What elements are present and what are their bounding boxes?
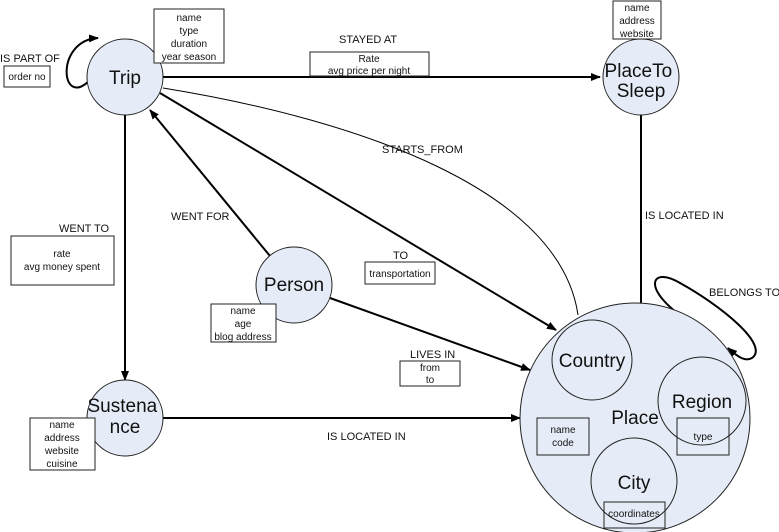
edge-label-belongs-to: BELONGS TO bbox=[709, 287, 779, 299]
svg-text:type: type bbox=[180, 26, 199, 37]
svg-text:name: name bbox=[49, 420, 74, 431]
node-trip[interactable] bbox=[86, 38, 164, 116]
svg-text:code: code bbox=[552, 438, 574, 449]
edge-lives-in bbox=[329, 297, 531, 371]
node-country[interactable] bbox=[551, 319, 633, 401]
place-to-sleep-attributes-box: name address website bbox=[612, 0, 662, 40]
edge-label-sustenance-located-in: IS LOCATED IN bbox=[327, 431, 406, 443]
svg-text:avg price per night: avg price per night bbox=[328, 66, 410, 77]
node-city-label: City bbox=[618, 473, 651, 494]
edge-starts-from bbox=[162, 87, 579, 316]
edge-label-went-to: WENT TO bbox=[59, 223, 110, 235]
edge-label-to: TO bbox=[393, 250, 409, 262]
svg-text:duration: duration bbox=[171, 39, 207, 50]
person-attributes-box: name age blog address bbox=[210, 303, 277, 343]
node-trip-label: Trip bbox=[109, 68, 141, 89]
edge-label-sleep-located-in: IS LOCATED IN bbox=[645, 210, 724, 222]
svg-text:Rate: Rate bbox=[358, 54, 380, 65]
edge-label-stayed-at: STAYED AT bbox=[339, 34, 397, 46]
svg-text:address: address bbox=[44, 433, 80, 444]
svg-text:from: from bbox=[420, 363, 440, 374]
node-region[interactable] bbox=[657, 356, 747, 446]
edge-is-part-of bbox=[65, 34, 99, 89]
svg-text:coordinates: coordinates bbox=[608, 509, 660, 520]
svg-text:type: type bbox=[694, 432, 713, 443]
svg-text:address: address bbox=[619, 16, 655, 27]
svg-text:blog address: blog address bbox=[214, 332, 271, 343]
svg-text:order no: order no bbox=[8, 72, 46, 83]
svg-text:name: name bbox=[230, 306, 255, 317]
edge-went-for bbox=[149, 109, 271, 257]
edge-to bbox=[159, 92, 557, 331]
edge-label-is-part-of: IS PART OF bbox=[0, 53, 60, 65]
svg-text:to: to bbox=[426, 375, 435, 386]
svg-text:avg money spent: avg money spent bbox=[24, 262, 100, 273]
node-region-label: Region bbox=[672, 392, 732, 413]
node-place[interactable] bbox=[519, 302, 751, 532]
svg-text:age: age bbox=[235, 319, 252, 330]
svg-text:website: website bbox=[619, 29, 654, 40]
node-person-label: Person bbox=[264, 275, 324, 296]
lives-in-attributes-box: from to bbox=[399, 360, 461, 387]
place-attributes-box: name code bbox=[536, 417, 590, 456]
node-place-to-sleep-label: PlaceTo Sleep bbox=[605, 61, 678, 102]
edge-label-lives-in: LIVES IN bbox=[410, 349, 455, 361]
svg-text:year season: year season bbox=[162, 52, 216, 63]
node-sustenance-label: Sustena nce bbox=[87, 396, 162, 438]
svg-text:cuisine: cuisine bbox=[46, 459, 78, 470]
node-city[interactable] bbox=[590, 437, 678, 525]
svg-text:website: website bbox=[44, 446, 79, 457]
node-place-label: Place bbox=[611, 408, 659, 429]
region-attributes-box: type bbox=[676, 417, 730, 456]
stayed-at-attributes-box: Rate avg price per night bbox=[309, 51, 430, 77]
went-to-attributes-box: rate avg money spent bbox=[10, 235, 115, 286]
edge-label-went-for: WENT FOR bbox=[171, 211, 230, 223]
to-attributes-box: transportation bbox=[364, 261, 436, 285]
svg-text:name: name bbox=[550, 425, 575, 436]
svg-text:transportation: transportation bbox=[369, 269, 430, 280]
svg-text:name: name bbox=[176, 13, 201, 24]
svg-text:name: name bbox=[624, 3, 649, 14]
city-attributes-box: coordinates bbox=[603, 501, 666, 529]
edge-belongs-to bbox=[654, 276, 757, 361]
trip-attributes-box: name type duration year season bbox=[153, 8, 225, 64]
svg-text:rate: rate bbox=[53, 249, 71, 260]
edge-label-starts-from: STARTS_FROM bbox=[382, 144, 463, 156]
is-part-of-attributes-box: order no bbox=[3, 65, 51, 88]
node-country-label: Country bbox=[559, 351, 626, 372]
sustenance-attributes-box: name address website cuisine bbox=[29, 417, 96, 471]
